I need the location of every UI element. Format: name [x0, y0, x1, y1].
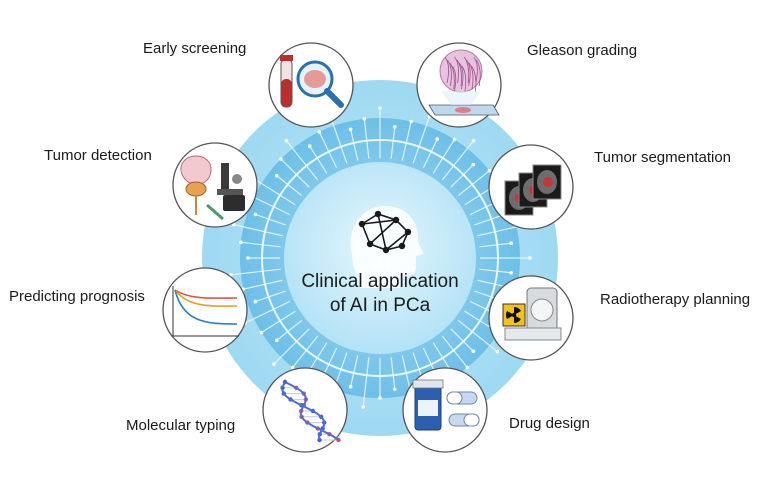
histology-slide-icon: [428, 49, 500, 116]
label-tumor-detection: Tumor detection: [44, 147, 152, 164]
node-predicting-prognosis: [162, 267, 248, 353]
node-radiotherapy-planning: [488, 275, 574, 361]
node-circle-molecular-typing: [262, 367, 348, 453]
label-gleason-grading: Gleason grading: [527, 42, 638, 59]
center-title-line2: of AI in PCa: [329, 295, 431, 316]
label-tumor-segmentation: Tumor segmentation: [594, 149, 732, 166]
blood-tube-magnifier-icon: [280, 55, 344, 108]
survival-curve-icon: [172, 286, 239, 337]
node-early-screening: [268, 42, 354, 128]
mri-slices-icon: [504, 164, 562, 216]
label-drug-design: Drug design: [509, 415, 590, 432]
node-tumor-detection: [172, 142, 258, 228]
node-drug-design: [402, 367, 488, 453]
radiation-machine-icon: [502, 287, 562, 341]
pill-bottle-icon: [412, 379, 480, 431]
ai-head-icon: AI: [350, 205, 424, 288]
ai-badge: AI: [374, 255, 390, 272]
node-molecular-typing: [262, 367, 348, 453]
label-radiotherapy-planning: Radiotherapy planning: [600, 291, 751, 308]
node-gleason-grading: [416, 42, 502, 128]
label-molecular-typing: Molecular typing: [126, 417, 236, 434]
dna-helix-icon: [280, 379, 341, 443]
label-early-screening: Early screening: [143, 40, 247, 57]
node-tumor-segmentation: [488, 144, 574, 230]
label-predicting-prognosis: Predicting prognosis: [9, 288, 145, 305]
node-circle-predicting-prognosis: [162, 267, 248, 353]
prostate-microscope-icon: [180, 155, 245, 221]
node-circle-tumor-detection: [172, 142, 258, 228]
center-title-line1: Clinical application: [301, 271, 459, 292]
